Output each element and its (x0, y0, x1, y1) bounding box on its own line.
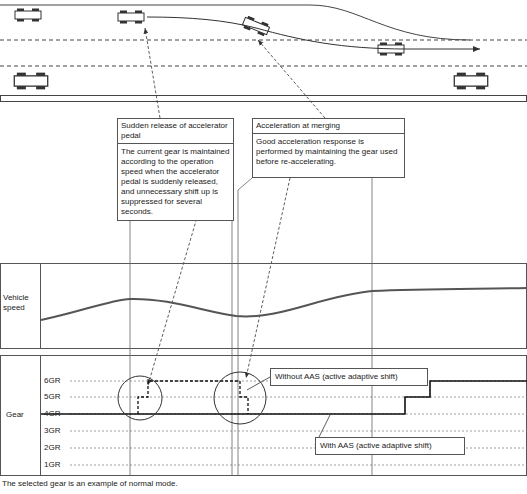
highlight-circle (214, 372, 266, 424)
gear-label: 4GR (44, 409, 70, 419)
gear-label: 2GR (44, 443, 70, 453)
gear-label: 5GR (44, 392, 70, 402)
axis-label: Vehicle speed (3, 293, 39, 313)
callout-text: With AAS (active adaptive shift) (316, 438, 464, 454)
callout-box: Acceleration at mergingGood acceleration… (252, 118, 405, 178)
merge-path (147, 17, 480, 49)
gear-label: 3GR (44, 426, 70, 436)
caption: The selected gear is an example of norma… (2, 479, 522, 489)
callout-text: Good acceleration response is performed … (253, 134, 404, 170)
road (0, 5, 527, 102)
axis-label: Gear (6, 410, 40, 420)
highlight-circle (118, 376, 162, 420)
callout-box: Sudden release of accelerator pedalThe c… (117, 118, 234, 221)
gear-grid (70, 381, 527, 465)
callout-heading: Sudden release of accelerator pedal (118, 119, 233, 144)
callout-text: The current gear is maintained according… (118, 144, 233, 220)
callout-text: Without AAS (active adaptive shift) (271, 369, 427, 385)
time-markers (130, 178, 372, 475)
callout-box: Without AAS (active adaptive shift) (270, 368, 428, 386)
callout-box: With AAS (active adaptive shift) (315, 437, 465, 455)
chart-frame (1, 263, 527, 476)
callout-leader (247, 377, 270, 390)
callout-heading: Acceleration at merging (253, 119, 404, 134)
speed-curve (41, 288, 527, 320)
cars (14, 9, 487, 90)
gear-label: 6GR (44, 376, 70, 386)
gear-without-aas (138, 381, 248, 414)
gear-label: 1GR (44, 460, 70, 470)
